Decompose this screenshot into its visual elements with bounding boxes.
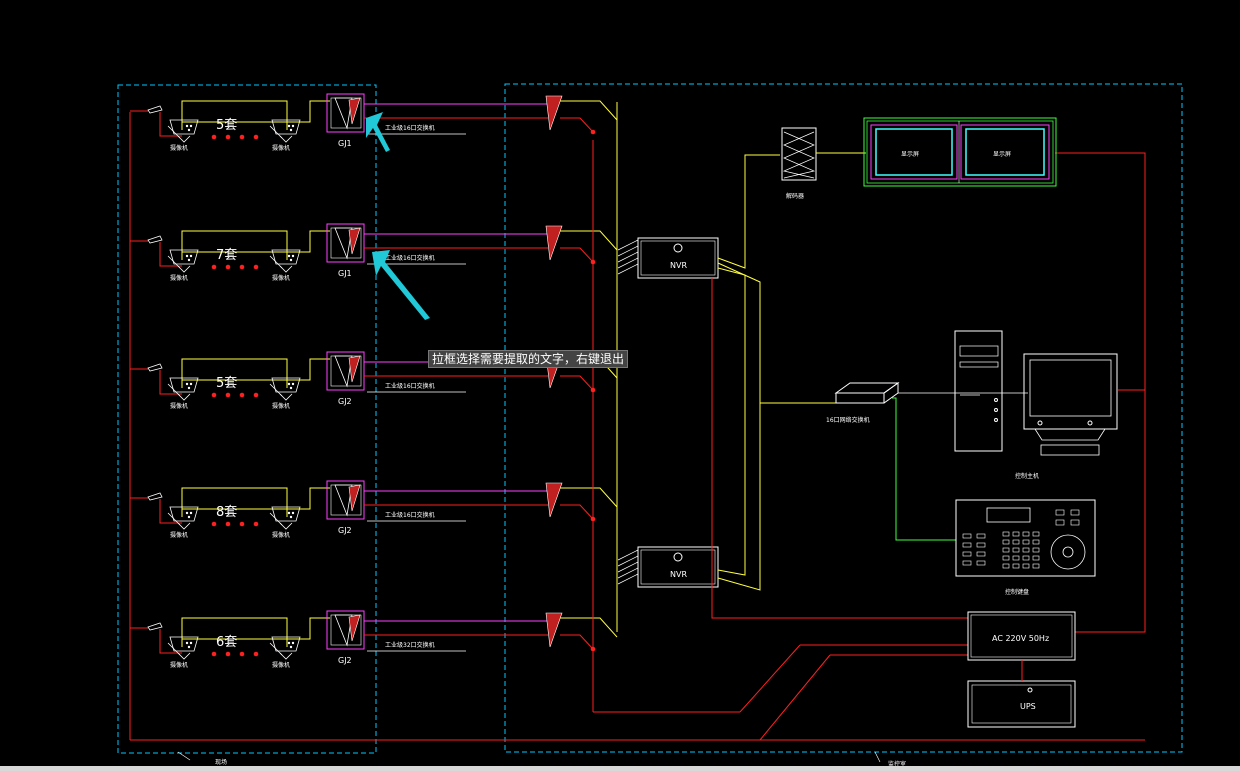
camera-label: 摄像机 [272, 402, 290, 410]
field-switch-label: 工业级16口交换机 [385, 511, 435, 519]
control-keyboard[interactable]: 控制键盘 [955, 499, 1096, 596]
nvr-top[interactable]: NVR [637, 237, 719, 279]
arrow-annotation-1 [366, 112, 390, 152]
camera-count: 5套 [216, 375, 237, 391]
enclosure-id: GJ2 [338, 656, 352, 665]
status-strip [0, 766, 1240, 771]
nvr-bottom[interactable]: NVR [637, 546, 719, 588]
field-area-boundary [117, 84, 377, 754]
decoder-label: 解码器 [786, 192, 804, 200]
decoder[interactable]: 解码器 [781, 127, 817, 200]
core-switch[interactable]: 16口网络交换机 [826, 382, 900, 424]
camera-label: 摄像机 [170, 274, 188, 282]
camera-label: 摄像机 [272, 274, 290, 282]
monitor-left-label: 显示屏 [901, 151, 919, 158]
ups[interactable]: UPS [967, 680, 1076, 728]
camera-label: 摄像机 [272, 144, 290, 152]
keyboard-label: 控制键盘 [1005, 588, 1029, 596]
camera-count: 8套 [216, 504, 237, 520]
control-host[interactable] [954, 330, 1003, 452]
power-supply[interactable]: AC 220V 50Hz [967, 611, 1076, 661]
camera-count: 5套 [216, 117, 237, 133]
area-label-control: 监控室 [888, 760, 906, 768]
camera-label: 摄像机 [170, 402, 188, 410]
camera-label: 摄像机 [170, 531, 188, 539]
area-label-field: 现场 [215, 758, 227, 766]
extract-text-tooltip: 拉框选择需要提取的文字，右键退出 [428, 350, 629, 368]
camera-label: 摄像机 [272, 661, 290, 669]
field-switch-label: 工业级16口交换机 [385, 254, 435, 262]
field-switch-label: 工业级16口交换机 [385, 124, 435, 132]
enclosure-id: GJ2 [338, 526, 352, 535]
enclosure-id: GJ1 [338, 269, 352, 278]
enclosure-id: GJ2 [338, 397, 352, 406]
host-monitor [1023, 353, 1118, 456]
core-switch-label: 16口网络交换机 [826, 416, 870, 424]
camera-label: 摄像机 [272, 531, 290, 539]
host-label: 控制主机 [1015, 472, 1039, 480]
camera-label: 摄像机 [170, 661, 188, 669]
nvr-top-label: NVR [670, 261, 687, 270]
camera-label: 摄像机 [170, 144, 188, 152]
ups-label: UPS [1020, 702, 1036, 711]
control-room-boundary [504, 83, 1183, 753]
power-label: AC 220V 50Hz [992, 634, 1049, 643]
arrow-annotation-2 [372, 250, 430, 320]
field-switch-label: 工业级16口交换机 [385, 382, 435, 390]
monitor-right-label: 显示屏 [993, 151, 1011, 158]
camera-count: 6套 [216, 634, 237, 650]
field-switch-label: 工业级32口交换机 [385, 641, 435, 649]
nvr-bottom-label: NVR [670, 570, 687, 579]
camera-count: 7套 [216, 247, 237, 263]
video-wall[interactable]: 显示屏 显示屏 [863, 117, 1057, 187]
enclosure-id: GJ1 [338, 139, 352, 148]
